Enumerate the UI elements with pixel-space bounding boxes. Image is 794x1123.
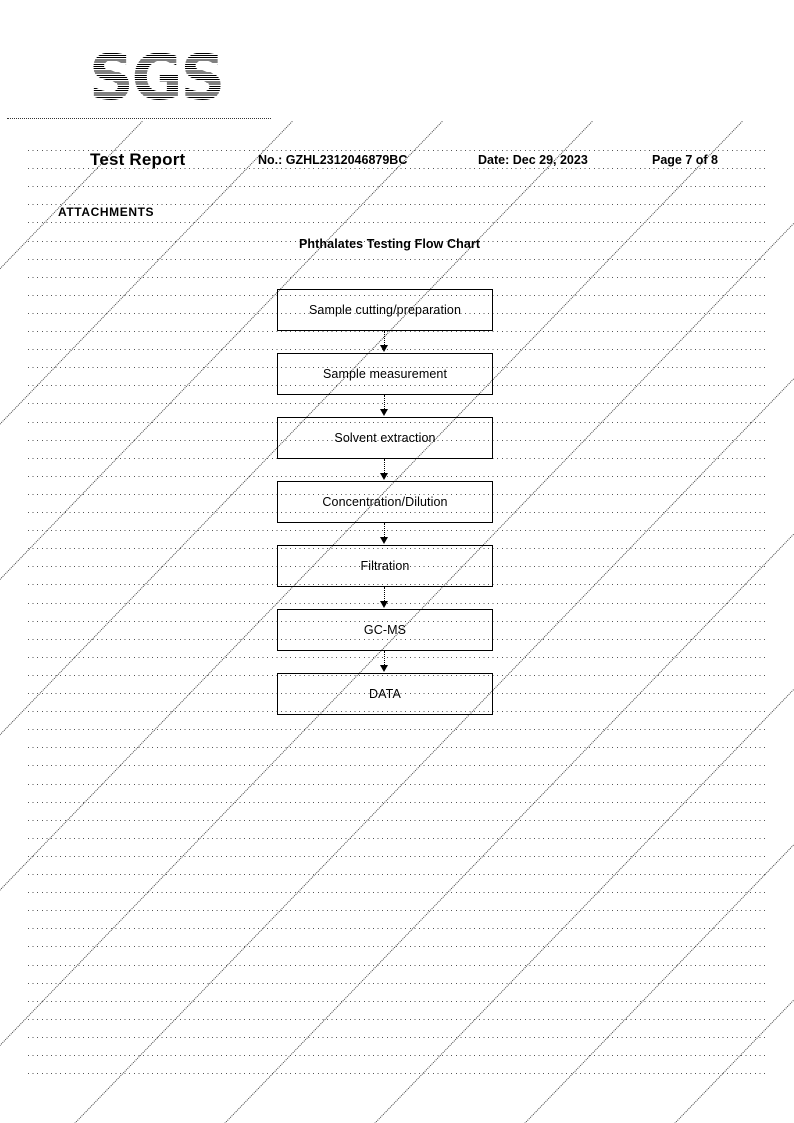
flow-step: Sample cutting/preparation bbox=[277, 289, 493, 331]
background-rule bbox=[28, 765, 768, 767]
arrow-shaft bbox=[384, 587, 385, 603]
arrow-head bbox=[380, 473, 388, 480]
sgs-logo-text: SGS bbox=[89, 44, 229, 112]
background-rule bbox=[28, 783, 768, 785]
page-title: Test Report bbox=[90, 150, 186, 169]
attachments-heading: ATTACHMENTS bbox=[58, 205, 155, 219]
background-rule bbox=[28, 855, 768, 857]
arrow-shaft bbox=[384, 651, 385, 667]
flow-arrow-down-icon bbox=[277, 587, 491, 609]
arrow-shaft bbox=[384, 331, 385, 347]
background-rule bbox=[28, 747, 768, 749]
flow-step-label: GC-MS bbox=[363, 623, 407, 637]
arrow-head bbox=[380, 345, 388, 352]
page-footer: CNAS TESTING LABORATORY ★ SGS-CSTC Inspe… bbox=[0, 962, 794, 1123]
arrow-head bbox=[380, 537, 388, 544]
flow-arrow-down-icon bbox=[277, 651, 491, 673]
background-rule bbox=[28, 222, 768, 224]
background-rule bbox=[28, 837, 768, 839]
flow-step-box: Concentration/Dilution bbox=[277, 481, 493, 523]
flow-step-box: Filtration bbox=[277, 545, 493, 587]
flow-step-box: Sample cutting/preparation bbox=[277, 289, 493, 331]
flow-arrow-down-icon bbox=[277, 459, 491, 481]
flow-step-box: Sample measurement bbox=[277, 353, 493, 395]
arrow-shaft bbox=[384, 395, 385, 411]
arrow-head bbox=[380, 665, 388, 672]
arrow-head bbox=[380, 409, 388, 416]
page-number: Page 7 of 8 bbox=[652, 153, 718, 167]
report-date: Date: Dec 29, 2023 bbox=[478, 153, 588, 167]
flow-arrow-down-icon bbox=[277, 523, 491, 545]
background-rule bbox=[28, 874, 768, 875]
flow-step: Sample measurement bbox=[277, 353, 493, 395]
sgs-logo: SGS bbox=[7, 44, 271, 119]
flow-step: GC-MS bbox=[277, 609, 493, 651]
logo-underline-rule bbox=[7, 118, 271, 119]
flow-step-box: DATA bbox=[277, 673, 493, 715]
report-number: No.: GZHL2312046879BC bbox=[258, 153, 408, 167]
flow-step-box: Solvent extraction bbox=[277, 417, 493, 459]
flow-chart-title: Phthalates Testing Flow Chart bbox=[299, 237, 481, 251]
background-rule bbox=[28, 819, 768, 821]
background-rule bbox=[28, 928, 768, 930]
flow-arrow-down-icon bbox=[277, 395, 491, 417]
background-rule bbox=[28, 892, 768, 894]
background-rule bbox=[28, 276, 768, 278]
flow-step: Filtration bbox=[277, 545, 493, 587]
background-rule bbox=[28, 258, 768, 260]
background-rule bbox=[28, 801, 768, 803]
background-rule bbox=[28, 910, 768, 912]
flow-step: Concentration/Dilution bbox=[277, 481, 493, 523]
flow-step-label: Solvent extraction bbox=[334, 431, 436, 445]
background-rule bbox=[28, 186, 768, 188]
flow-step-label: Sample cutting/preparation bbox=[309, 303, 461, 317]
arrow-shaft bbox=[384, 523, 385, 539]
flow-step-label: Concentration/Dilution bbox=[322, 495, 448, 509]
flow-step: Solvent extraction bbox=[277, 417, 493, 459]
arrow-head bbox=[380, 601, 388, 608]
flow-step-box: GC-MS bbox=[277, 609, 493, 651]
flow-step-label: Filtration bbox=[360, 559, 410, 573]
flow-arrow-down-icon bbox=[277, 331, 491, 353]
flow-step-label: Sample measurement bbox=[322, 367, 448, 381]
flow-step: DATA bbox=[277, 673, 493, 715]
arrow-shaft bbox=[384, 459, 385, 475]
background-rule bbox=[28, 729, 768, 731]
flow-step-label: DATA bbox=[369, 687, 401, 701]
background-rule bbox=[28, 946, 768, 948]
